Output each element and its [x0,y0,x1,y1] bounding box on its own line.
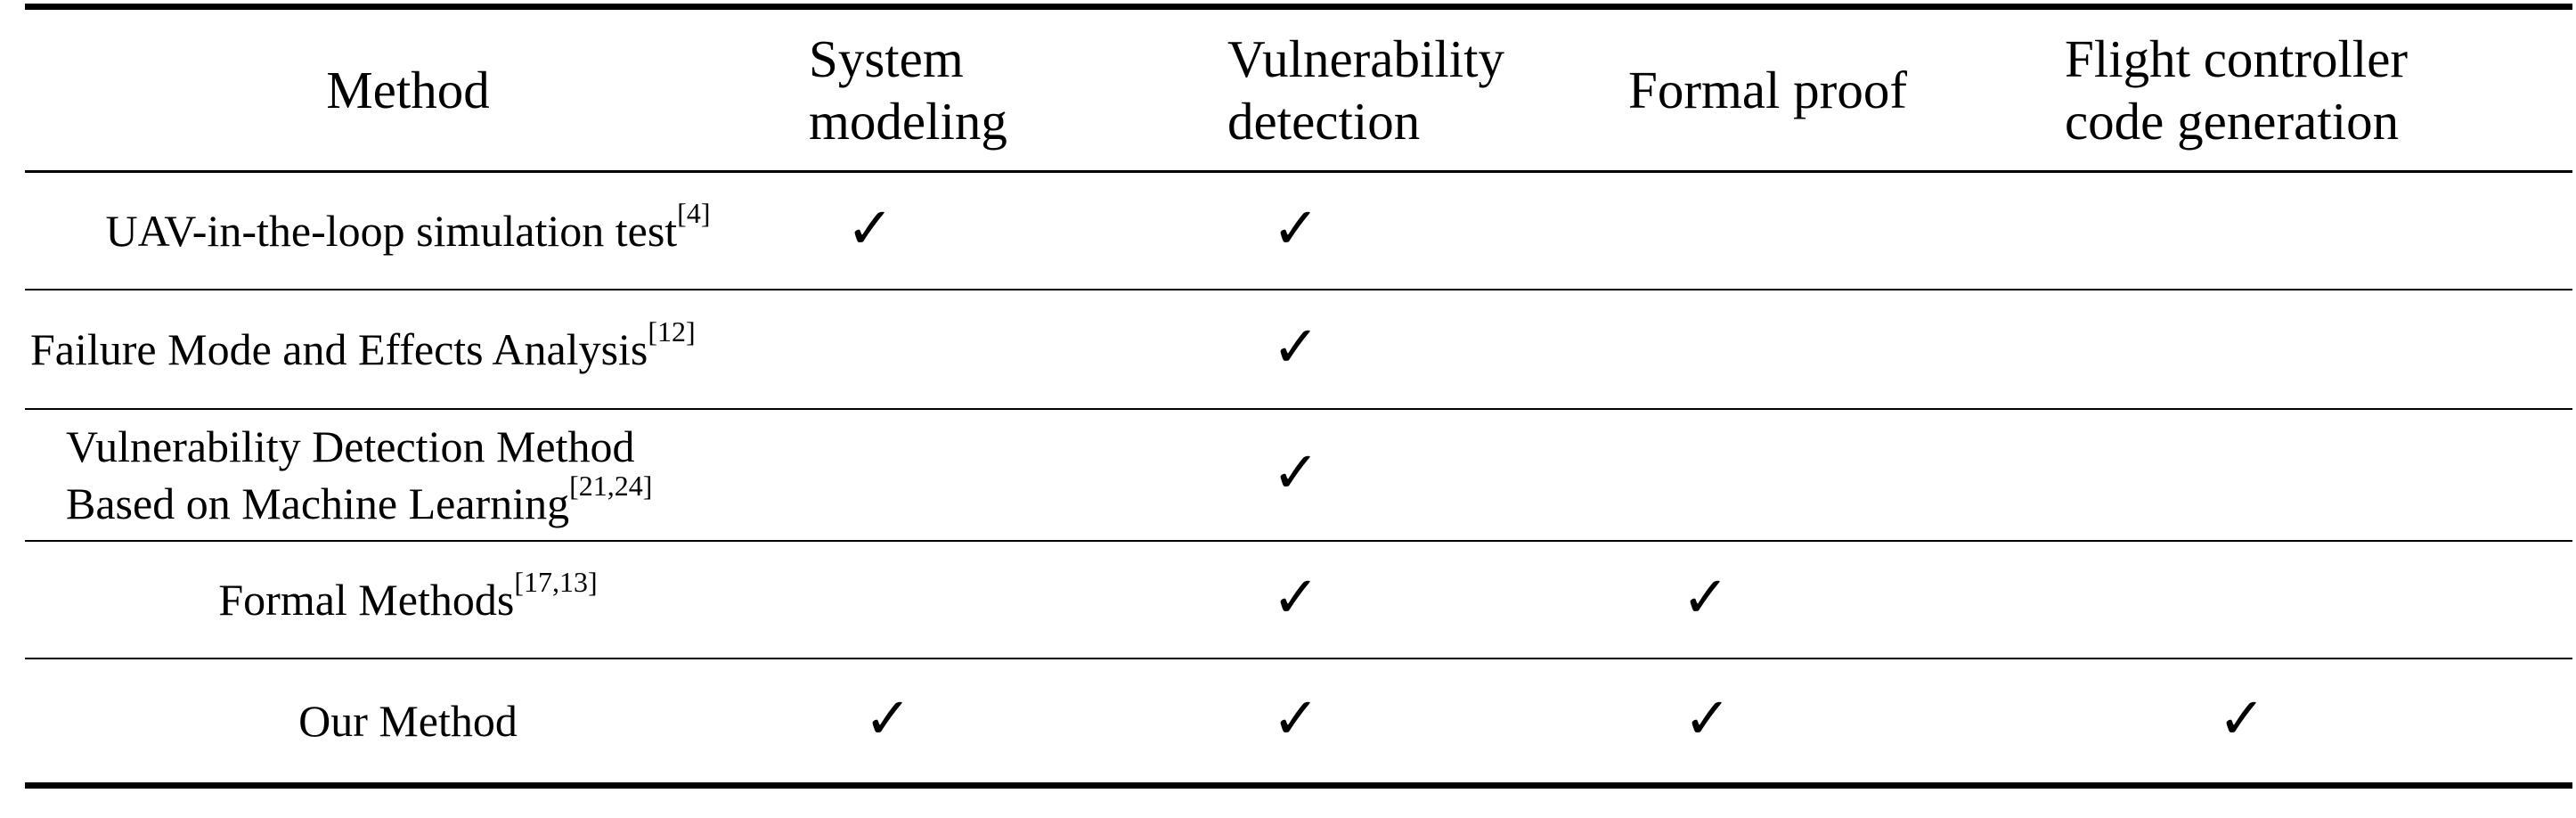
table-row: Failure Mode and Effects Analysis[12] ✓ [25,290,2572,409]
method-comparison-table: Method System modeling Vulnerability det… [25,4,2572,789]
table-row: Formal Methods[17,13] ✓ ✓ [25,541,2572,658]
header-method: Method [326,61,490,119]
citation-ref: [12] [648,315,696,348]
formal-proof-cell: ✓ [1628,541,2047,658]
citation-ref: [17,13] [514,566,598,598]
vulnerability-detection-cell: ✓ [1210,658,1628,786]
header-vulnerability-detection: Vulnerability detection [1227,29,1505,151]
checkmark-icon: ✓ [846,196,894,262]
comparison-table-container: Method System modeling Vulnerability det… [25,4,2572,789]
formal-proof-cell [1628,290,2047,409]
checkmark-icon: ✓ [1682,565,1730,631]
checkmark-icon: ✓ [1272,440,1320,506]
header-system-modeling: System modeling [809,29,1007,151]
code-generation-cell [2047,172,2572,290]
table-row: UAV-in-the-loop simulation test[4] ✓ ✓ [25,172,2572,290]
formal-proof-cell: ✓ [1628,658,2047,786]
method-cell: Vulnerability Detection Method Based on … [66,421,653,528]
code-generation-cell [2047,409,2572,541]
citation-ref: [21,24] [569,470,653,502]
system-modeling-cell: ✓ [791,658,1210,786]
method-cell: Failure Mode and Effects Analysis[12] [30,315,696,374]
code-generation-cell [2047,290,2572,409]
method-cell: UAV-in-the-loop simulation test[4] [105,197,711,256]
system-modeling-cell [791,541,1210,658]
system-modeling-cell: ✓ [791,172,1210,290]
system-modeling-cell [791,409,1210,541]
checkmark-icon: ✓ [1272,565,1320,631]
table-header-row: Method System modeling Vulnerability det… [25,6,2572,172]
code-generation-cell: ✓ [2047,658,2572,786]
system-modeling-cell [791,290,1210,409]
header-formal-proof: Formal proof [1628,61,1907,119]
checkmark-icon: ✓ [864,686,912,752]
checkmark-icon: ✓ [1272,315,1320,380]
checkmark-icon: ✓ [1272,686,1320,752]
formal-proof-cell [1628,409,2047,541]
header-code-generation: Flight controller code generation [2065,29,2409,151]
table-row: Our Method ✓ ✓ ✓ ✓ [25,658,2572,786]
citation-ref: [4] [677,197,711,229]
formal-proof-cell [1628,172,2047,290]
checkmark-icon: ✓ [1272,196,1320,262]
vulnerability-detection-cell: ✓ [1210,541,1628,658]
table-row: Vulnerability Detection Method Based on … [25,409,2572,541]
method-cell: Our Method [298,696,518,746]
code-generation-cell [2047,541,2572,658]
checkmark-icon: ✓ [1683,686,1732,752]
vulnerability-detection-cell: ✓ [1210,172,1628,290]
vulnerability-detection-cell: ✓ [1210,409,1628,541]
checkmark-icon: ✓ [2218,686,2266,752]
method-cell: Formal Methods[17,13] [218,566,598,625]
vulnerability-detection-cell: ✓ [1210,290,1628,409]
